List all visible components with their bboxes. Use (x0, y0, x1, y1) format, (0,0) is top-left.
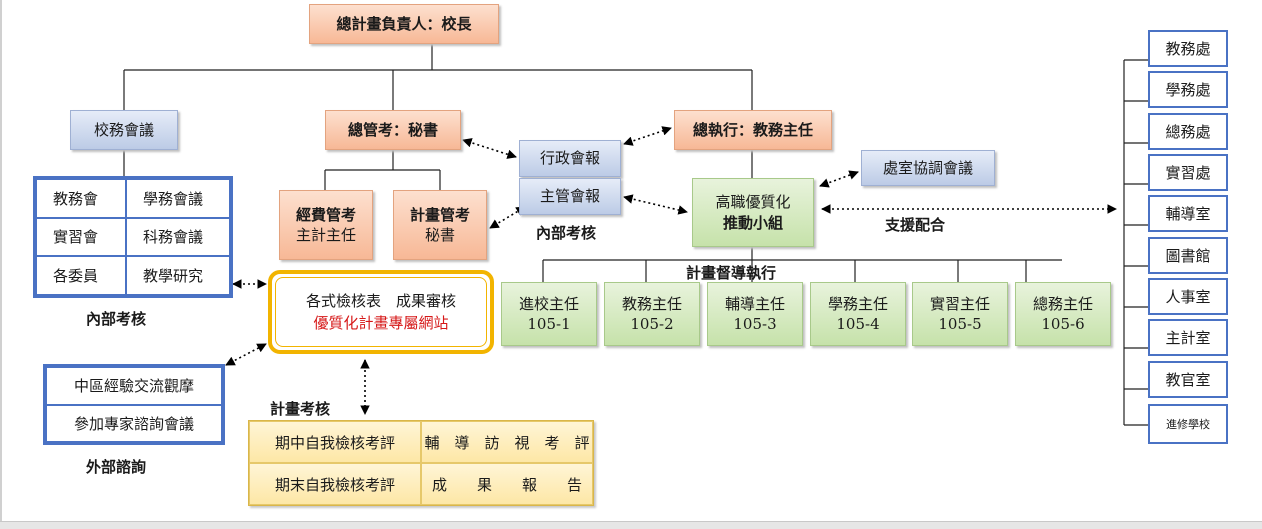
subproject-code: 105-3 (733, 315, 777, 333)
general-review-label: 總管考：秘書 (347, 120, 438, 139)
supervisor-meeting-label: 主管會報 (539, 187, 600, 206)
plan-review-title: 計畫管考 (409, 205, 470, 224)
website-box: 各式檢核表 成果審核 優質化計畫專屬網站 (275, 277, 487, 347)
assessment-cell: 成 果 報 告 (421, 463, 593, 505)
subproject-title: 輔導主任 (724, 294, 785, 313)
department-box: 人事室 (1148, 278, 1228, 315)
school-meeting-box: 校務會議 (70, 110, 178, 150)
supervisor-meeting-box: 主管會報 (519, 178, 621, 215)
promo-group-line1: 高職優質化 (715, 193, 791, 212)
committee-cell: 教務會 (36, 179, 126, 218)
external-cell: 參加專家諮詢會議 (46, 404, 222, 442)
committee-cell: 學務會議 (126, 179, 230, 218)
department-box: 總務處 (1148, 113, 1228, 150)
supervision-label: 計畫督導執行 (686, 264, 777, 282)
department-box: 輔導室 (1148, 195, 1228, 232)
support-label: 支援配合 (885, 216, 946, 234)
general-review-box: 總管考：秘書 (325, 110, 461, 150)
assessment-cell: 輔 導 訪 視 考 評 (421, 421, 593, 463)
subproject-code: 105-5 (938, 315, 982, 333)
left-border (0, 0, 2, 521)
admin-meeting-label: 行政會報 (539, 149, 600, 168)
principal-label: 總計畫負責人：校長 (336, 14, 472, 33)
plan-assessment-caption: 計畫考核 (270, 400, 331, 418)
website-label: 優質化計畫專屬網站 (313, 314, 449, 332)
internal-review-caption-center: 內部考核 (536, 224, 597, 242)
assessment-cell: 期中自我檢核考評 (249, 421, 421, 463)
subproject-box: 輔導主任 105-3 (707, 282, 803, 346)
website-frame: 各式檢核表 成果審核 優質化計畫專屬網站 (268, 270, 494, 354)
office-coord-box: 處室協調會議 (861, 150, 995, 186)
budget-review-title: 經費管考 (295, 205, 356, 224)
department-box: 主計室 (1148, 319, 1228, 356)
promo-group-box: 高職優質化 推動小組 (692, 178, 814, 247)
admin-meeting-box: 行政會報 (519, 140, 621, 177)
office-coord-label: 處室協調會議 (882, 158, 973, 177)
subproject-title: 教務主任 (621, 294, 682, 313)
plan-review-owner: 秘書 (424, 226, 455, 244)
budget-review-owner: 主計主任 (295, 226, 356, 244)
committee-cell: 科務會議 (126, 217, 230, 257)
department-box: 進修學校 (1148, 404, 1228, 444)
plan-assessment-grid: 期中自我檢核考評 輔 導 訪 視 考 評 期末自我檢核考評 成 果 報 告 (248, 420, 594, 506)
subproject-box: 總務主任 105-6 (1015, 282, 1111, 346)
promo-group-line2: 推動小組 (722, 213, 783, 232)
school-meeting-label: 校務會議 (93, 120, 154, 139)
subproject-box: 學務主任 105-4 (810, 282, 906, 346)
committee-cell: 實習會 (36, 217, 126, 257)
department-box: 圖書館 (1148, 237, 1228, 274)
budget-review-box: 經費管考 主計主任 (279, 190, 373, 260)
department-box: 教務處 (1148, 30, 1228, 67)
general-exec-label: 總執行：教務主任 (692, 120, 813, 139)
principal-box: 總計畫負責人：校長 (309, 4, 499, 44)
subproject-code: 105-2 (630, 315, 674, 333)
subproject-title: 實習主任 (929, 294, 990, 313)
subproject-code: 105-4 (836, 315, 880, 333)
external-cell: 中區經驗交流觀摩 (46, 367, 222, 405)
committee-cell: 各委員 (36, 256, 126, 295)
subproject-code: 105-1 (527, 315, 571, 333)
subproject-box: 教務主任 105-2 (604, 282, 700, 346)
subproject-title: 進校主任 (518, 294, 579, 313)
subproject-title: 學務主任 (827, 294, 888, 313)
subproject-code: 105-6 (1041, 315, 1085, 333)
general-exec-box: 總執行：教務主任 (674, 110, 832, 150)
assessment-cell: 期末自我檢核考評 (249, 463, 421, 505)
department-box: 實習處 (1148, 154, 1228, 191)
committee-grid: 教務會 學務會議 實習會 科務會議 各委員 教學研究 (33, 176, 233, 298)
subproject-box: 實習主任 105-5 (912, 282, 1008, 346)
internal-review-caption-left: 內部考核 (86, 310, 147, 328)
department-box: 學務處 (1148, 71, 1228, 108)
plan-review-box: 計畫管考 秘書 (393, 190, 487, 260)
committee-cell: 教學研究 (126, 256, 230, 295)
subproject-box: 進校主任 105-1 (501, 282, 597, 346)
bottom-border (0, 521, 1262, 529)
checklist-label: 各式檢核表 成果審核 (305, 291, 456, 310)
subproject-title: 總務主任 (1032, 294, 1093, 313)
external-grid: 中區經驗交流觀摩 參加專家諮詢會議 (43, 364, 225, 445)
department-box: 教官室 (1148, 361, 1228, 398)
external-caption: 外部諮詢 (86, 458, 147, 476)
